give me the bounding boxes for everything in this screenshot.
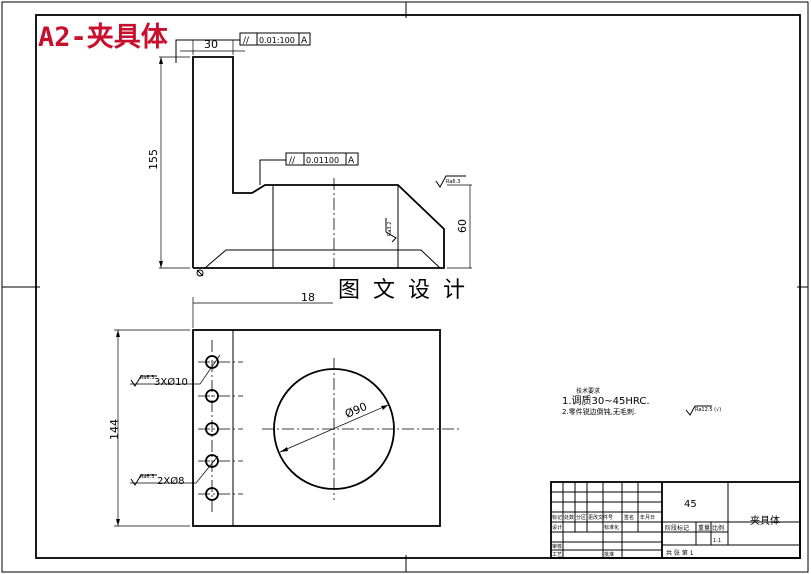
front-view: 155 30 60 Ra6.3 Ra3.2 [147, 38, 472, 278]
svg-text:A: A [301, 36, 308, 46]
svg-text:比例: 比例 [712, 524, 724, 532]
svg-text:标记: 标记 [552, 514, 562, 521]
svg-text:3XØ10: 3XØ10 [154, 376, 188, 388]
svg-text:A: A [348, 156, 355, 166]
svg-text:更改文件号: 更改文件号 [588, 514, 613, 521]
svg-text:处数: 处数 [564, 514, 574, 521]
svg-text:Ra6.3: Ra6.3 [446, 179, 460, 185]
svg-text:分区: 分区 [576, 514, 586, 521]
dim-155: 155 [147, 149, 160, 170]
dim-144: 144 [108, 419, 121, 440]
dim-dia90: Ø90 [343, 400, 369, 421]
svg-text:共 张 第 1: 共 张 第 1 [666, 549, 694, 557]
svg-text:Ra6.3: Ra6.3 [140, 474, 154, 480]
svg-text:重量: 重量 [698, 524, 710, 532]
svg-text:1.调质30~45HRC.: 1.调质30~45HRC. [562, 395, 650, 407]
leader-3x-d10: Ra6.3 3XØ10 [130, 354, 221, 388]
svg-text:Ra6.3: Ra6.3 [140, 375, 154, 381]
material: 45 [684, 499, 697, 510]
tolerance-frame-mid: // 0.01100 A [259, 152, 359, 185]
roughness-mark-1: Ra6.3 [435, 175, 466, 188]
svg-text:2XØ8: 2XØ8 [157, 475, 184, 487]
svg-text:设计: 设计 [552, 524, 562, 531]
svg-text:年月日: 年月日 [640, 514, 655, 521]
roughness-mark-2: Ra3.2 [385, 218, 397, 243]
dim-30: 30 [204, 38, 218, 51]
tolerance-frame-top: // 0.01:100 A [175, 32, 311, 63]
leader-2x-d8: Ra6.3 2XØ8 [130, 455, 219, 487]
part-name: 夹具体 [750, 514, 780, 527]
title-block: 标记 处数 分区 更改文件号 签名 年月日 设计 标准化 审核 工艺 批准 45… [550, 481, 801, 559]
svg-text:签名: 签名 [624, 514, 634, 521]
svg-text:阶段标记: 阶段标记 [665, 524, 689, 532]
svg-text://: // [243, 36, 250, 46]
dim-60: 60 [456, 219, 469, 233]
svg-text://: // [289, 156, 296, 166]
watermark-text: 图 文 设 计 [338, 278, 468, 303]
svg-text:标准化: 标准化 [604, 524, 619, 531]
svg-text:0.01:100: 0.01:100 [259, 36, 295, 45]
drawing-title: A2-夹具体 [38, 22, 169, 53]
svg-text:批准: 批准 [604, 551, 614, 558]
svg-text:Ra12.5 (√): Ra12.5 (√) [695, 407, 721, 413]
svg-text:工艺: 工艺 [552, 552, 562, 558]
watermark-bg [332, 269, 480, 301]
svg-text:0.01100: 0.01100 [306, 156, 339, 165]
dim-18x: 18 [301, 291, 315, 304]
tech-notes: 技术要求 1.调质30~45HRC. 2.零件锐边倒钝,无毛刺. Ra12.5 … [562, 387, 721, 416]
svg-text:Ra3.2: Ra3.2 [387, 222, 393, 236]
svg-text:1:1: 1:1 [713, 538, 721, 544]
svg-text:2.零件锐边倒钝,无毛刺.: 2.零件锐边倒钝,无毛刺. [562, 407, 636, 416]
svg-text:审核: 审核 [552, 543, 562, 550]
top-view: Ø90 18 144 Ra6.3 3XØ10 Ra6.3 2XØ8 [108, 291, 460, 527]
svg-text:技术要求: 技术要求 [576, 387, 600, 395]
